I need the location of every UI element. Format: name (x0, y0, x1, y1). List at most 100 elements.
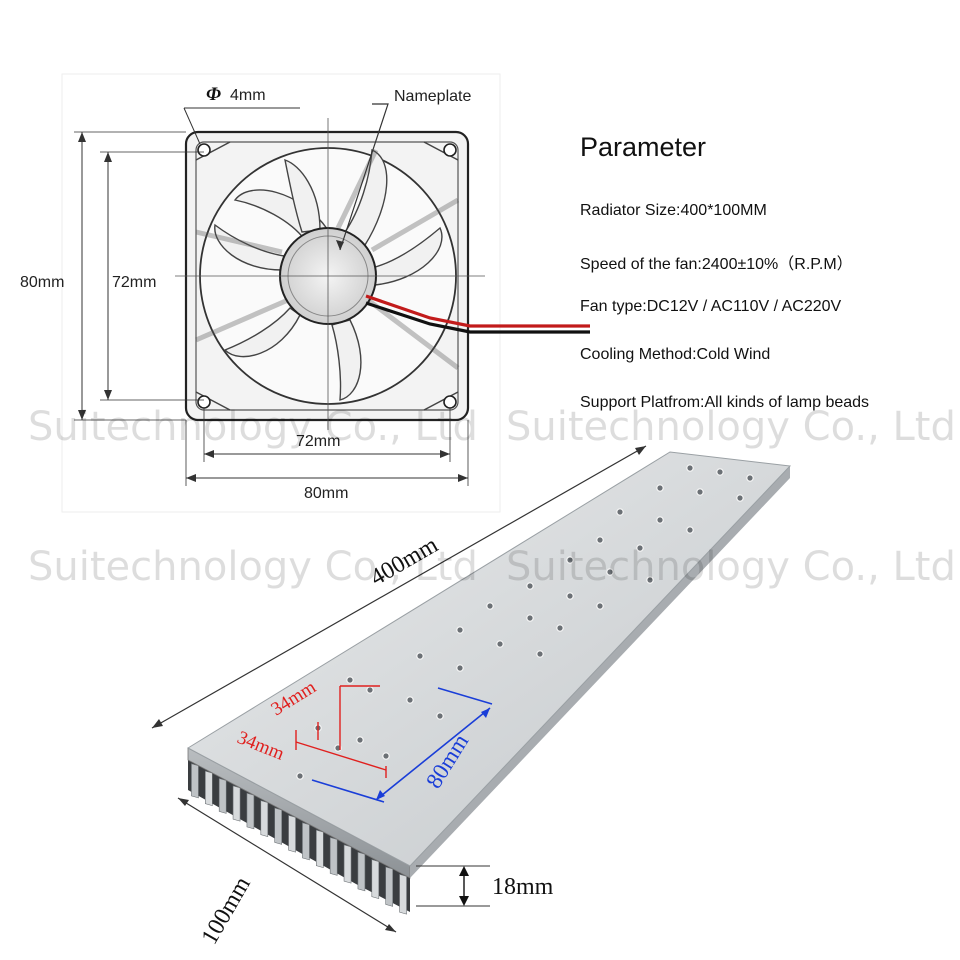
screw-hole-icon (566, 556, 574, 564)
dim-length-line (151, 445, 647, 729)
heatsink-fin (218, 778, 227, 814)
heatsink-fins (191, 763, 407, 915)
fan-wire-black (365, 301, 590, 334)
hole-leader (183, 107, 201, 145)
blue-dimension (311, 687, 493, 803)
screw-hole-icon (596, 602, 604, 610)
parameter-fan-speed: Speed of the fan:2400±10%（R.P.M） (580, 256, 853, 273)
width-label: 100mm (197, 872, 256, 949)
red-dimensions (295, 685, 387, 778)
heatsink-fin (399, 873, 407, 915)
drawing-frame (61, 73, 501, 513)
parameter-radiator-size: Radiator Size:400*100MM (580, 202, 767, 219)
heatsink-fin (343, 844, 352, 884)
screw-hole-icon (526, 614, 534, 622)
mount-hole-icon (197, 143, 211, 157)
screw-hole-icon (656, 516, 664, 524)
blue-dim-tick (311, 779, 385, 803)
blue-dim-line (375, 707, 491, 801)
dim-width-line (177, 797, 397, 933)
watermark-text: Suitechnology Co., Ltd (28, 404, 478, 450)
screw-hole-icon (686, 526, 694, 534)
heatsink-fin (205, 770, 213, 807)
mounting-holes (197, 143, 457, 409)
screw-hole-icon (696, 488, 704, 496)
fan-blade (214, 223, 285, 271)
heatsink-fin (371, 859, 380, 900)
screw-hole-icon (646, 576, 654, 584)
screw-hole-icon (536, 650, 544, 658)
heatsink-fin (274, 807, 282, 845)
fan-blade (371, 226, 443, 286)
phi-symbol: Φ (206, 84, 221, 105)
fan-struts (195, 148, 460, 370)
fan-blade (284, 158, 321, 233)
screw-hole-icon (636, 544, 644, 552)
screw-hole-icon (296, 772, 304, 780)
heatsink-fin (232, 785, 241, 822)
screw-hole-icon (486, 602, 494, 610)
watermark-text: Suitechnology Co., Ltd (506, 544, 956, 590)
heatsink-fin (329, 837, 338, 876)
parameter-support-platform: Support Platfrom:All kinds of lamp beads (580, 394, 870, 411)
watermark-text: Suitechnology Co., Ltd (28, 544, 478, 590)
red-dim-line (295, 741, 387, 771)
screw-hole-icon (566, 592, 574, 600)
inner-width-label: 72mm (296, 433, 340, 450)
parameter-title: Parameter (580, 132, 707, 162)
screw-hole-icon (496, 640, 504, 648)
screw-hole-icon (526, 582, 534, 590)
dim-arrow-icon (459, 866, 469, 906)
screw-hole-icon (456, 626, 464, 634)
fan-blade (331, 319, 362, 401)
screw-hole-icon (382, 752, 390, 760)
screw-hole-icon (556, 624, 564, 632)
inner-height-label: 72mm (112, 274, 156, 291)
screw-hole-icon (436, 712, 444, 720)
screw-hole-icon (686, 464, 694, 472)
fan-corner-braces (195, 141, 459, 411)
watermark-text: Suitechnology Co., Ltd (506, 404, 956, 450)
fan-drawing (61, 73, 590, 513)
screw-hole-icon (716, 468, 724, 476)
heatsink-fin (246, 792, 255, 830)
blue-dim-tick (437, 687, 493, 705)
screw-hole-icon (656, 484, 664, 492)
screw-hole-icon (356, 736, 364, 744)
screw-hole-icon (456, 664, 464, 672)
heatsink-top-face (186, 451, 792, 867)
heatsink-fin (316, 829, 324, 869)
screw-hole-icon (736, 494, 744, 502)
fan-blades (214, 148, 443, 401)
outer-width-label: 80mm (304, 485, 348, 502)
screw-hole-icon (406, 696, 414, 704)
heatsink-fin (191, 763, 199, 799)
screw-hole-icon (416, 652, 424, 660)
heatsink-fin (302, 822, 310, 861)
heatsink-right-edge (410, 466, 790, 878)
screw-hole-icon (606, 568, 614, 576)
fan-wire-red (365, 294, 590, 328)
fan-blade (344, 148, 388, 246)
parameter-fan-type: Fan type:DC12V / AC110V / AC220V (580, 298, 842, 315)
heatsink-fin (357, 851, 366, 892)
screw-hole-icon (746, 474, 754, 482)
screw-hole-icon (596, 536, 604, 544)
screw-hole-icon (346, 676, 354, 684)
heatsink-fin (260, 800, 269, 838)
parameter-cooling-method: Cooling Method:Cold Wind (580, 346, 771, 363)
fan-blade (223, 307, 301, 358)
height-label: 18mm (492, 874, 554, 900)
heatsink-fin (288, 814, 296, 853)
outer-height-label: 80mm (20, 274, 64, 291)
screw-hole-icon (366, 686, 374, 694)
nameplate-arrow-icon (336, 240, 344, 250)
screw-hole-icon (616, 508, 624, 516)
nameplate-leader (339, 103, 389, 251)
hole-diameter-label: 4mm (230, 87, 266, 104)
heatsink-fin (385, 866, 393, 907)
nameplate-label: Nameplate (394, 88, 471, 105)
mount-hole-icon (443, 143, 457, 157)
heatsink-drawing (151, 445, 792, 933)
